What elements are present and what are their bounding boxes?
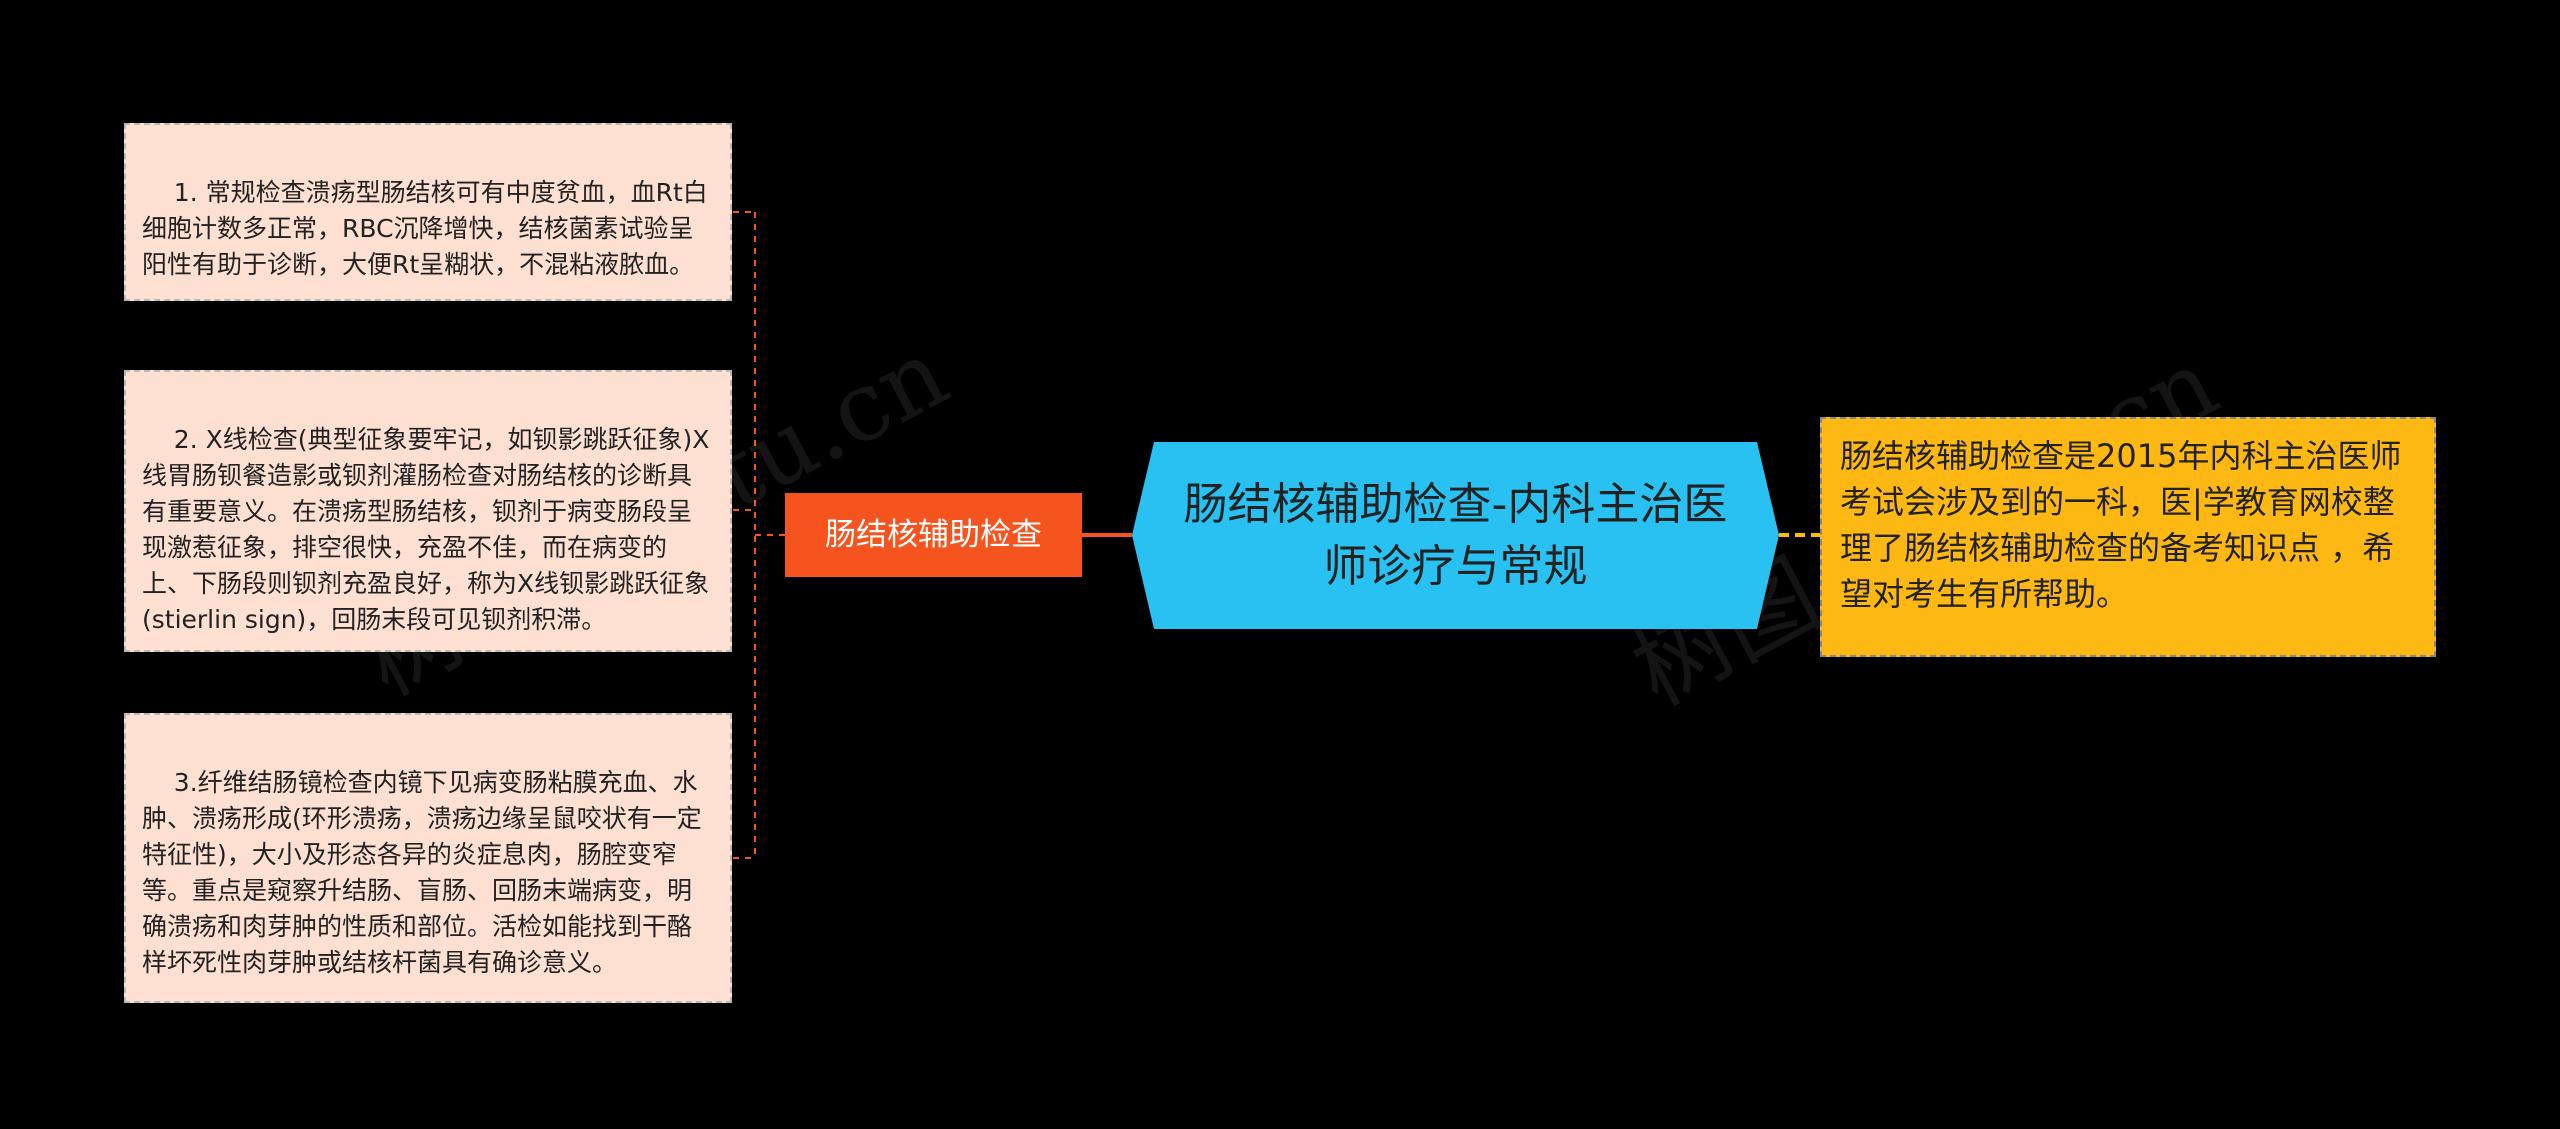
central-topic-shape xyxy=(1132,442,1779,629)
central-topic-title: 肠结核辅助检查-内科主治医师诊疗与常规 xyxy=(1183,478,1728,592)
leaf-node-routine-tests[interactable]: 1. 常规检查溃疡型肠结核可有中度贫血，血Rt白细胞计数多正常，RBC沉降增快，… xyxy=(124,123,732,301)
leaf-node-text: 1. 常规检查溃疡型肠结核可有中度贫血，血Rt白细胞计数多正常，RBC沉降增快，… xyxy=(142,178,708,279)
leaf-node-colonoscopy[interactable]: 3.纤维结肠镜检查内镜下见病变肠粘膜充血、水肿、溃疡形成(环形溃疡，溃疡边缘呈鼠… xyxy=(124,713,732,1003)
leaf-node-text: 2. X线检查(典型征象要牢记，如钡影跳跃征象)X线胃肠钡餐造影或钡剂灌肠检查对… xyxy=(142,425,710,634)
summary-note-node[interactable]: 肠结核辅助检查是2015年内科主治医师考试会涉及到的一科，医|学教育网校整理了肠… xyxy=(1820,417,2436,657)
branch-node-label: 肠结核辅助检查 xyxy=(825,517,1042,553)
branch-node[interactable]: 肠结核辅助检查 xyxy=(785,493,1082,577)
leaf-node-xray[interactable]: 2. X线检查(典型征象要牢记，如钡影跳跃征象)X线胃肠钡餐造影或钡剂灌肠检查对… xyxy=(124,370,732,652)
leaf-node-text: 3.纤维结肠镜检查内镜下见病变肠粘膜充血、水肿、溃疡形成(环形溃疡，溃疡边缘呈鼠… xyxy=(142,768,702,977)
central-topic-node[interactable]: 肠结核辅助检查-内科主治医师诊疗与常规 xyxy=(1132,442,1779,629)
summary-note-text: 肠结核辅助检查是2015年内科主治医师考试会涉及到的一科，医|学教育网校整理了肠… xyxy=(1840,437,2402,613)
